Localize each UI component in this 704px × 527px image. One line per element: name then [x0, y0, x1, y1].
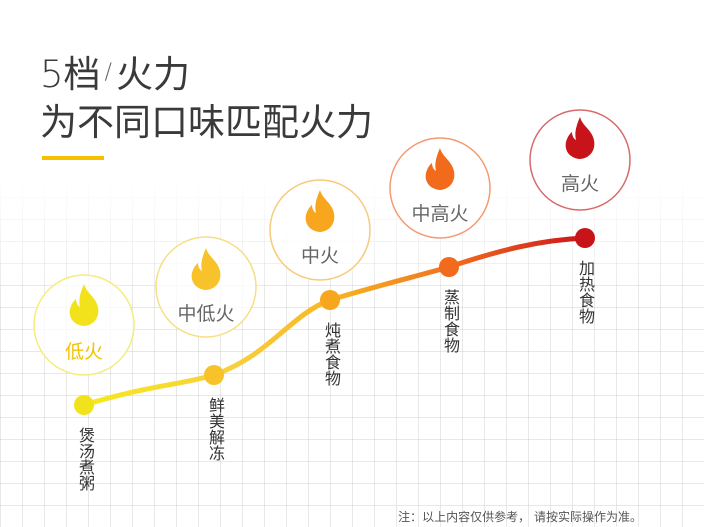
level-label-medium-high: 中高火	[411, 203, 468, 225]
title-slash: /	[104, 60, 112, 85]
food-label-medium-high: 蒸制食物	[441, 289, 460, 353]
level-high: 高火	[529, 109, 631, 248]
title-underline	[42, 156, 104, 160]
food-label-high: 加热食物	[576, 260, 595, 324]
level-medium-low: 中低火	[155, 236, 257, 385]
title-prefix: 5档	[40, 53, 101, 96]
level-label-medium: 中火	[301, 245, 339, 267]
food-label-medium-low: 鲜美解冻	[206, 397, 225, 461]
level-medium: 中火	[269, 179, 371, 310]
food-label-low: 煲汤煮粥	[76, 427, 95, 491]
title-suffix: 火力	[115, 53, 190, 96]
level-medium-high: 中高火	[389, 137, 491, 277]
level-point	[74, 395, 94, 415]
level-point	[320, 290, 340, 310]
level-label-medium-low: 中低火	[177, 303, 234, 325]
level-low: 低火	[33, 274, 135, 415]
level-point	[204, 365, 224, 385]
page-subtitle: 为不同口味匹配火力	[40, 101, 373, 144]
level-point	[575, 228, 595, 248]
level-label-high: 高火	[561, 173, 599, 195]
food-label-medium: 炖煮食物	[322, 322, 341, 386]
level-ring	[529, 109, 631, 211]
footnote: 注：以上内容仅供参考， 请按实际操作为准。	[398, 510, 642, 524]
level-label-low: 低火	[65, 341, 103, 363]
page-title: 5档/火力	[40, 44, 190, 98]
level-point	[439, 257, 459, 277]
